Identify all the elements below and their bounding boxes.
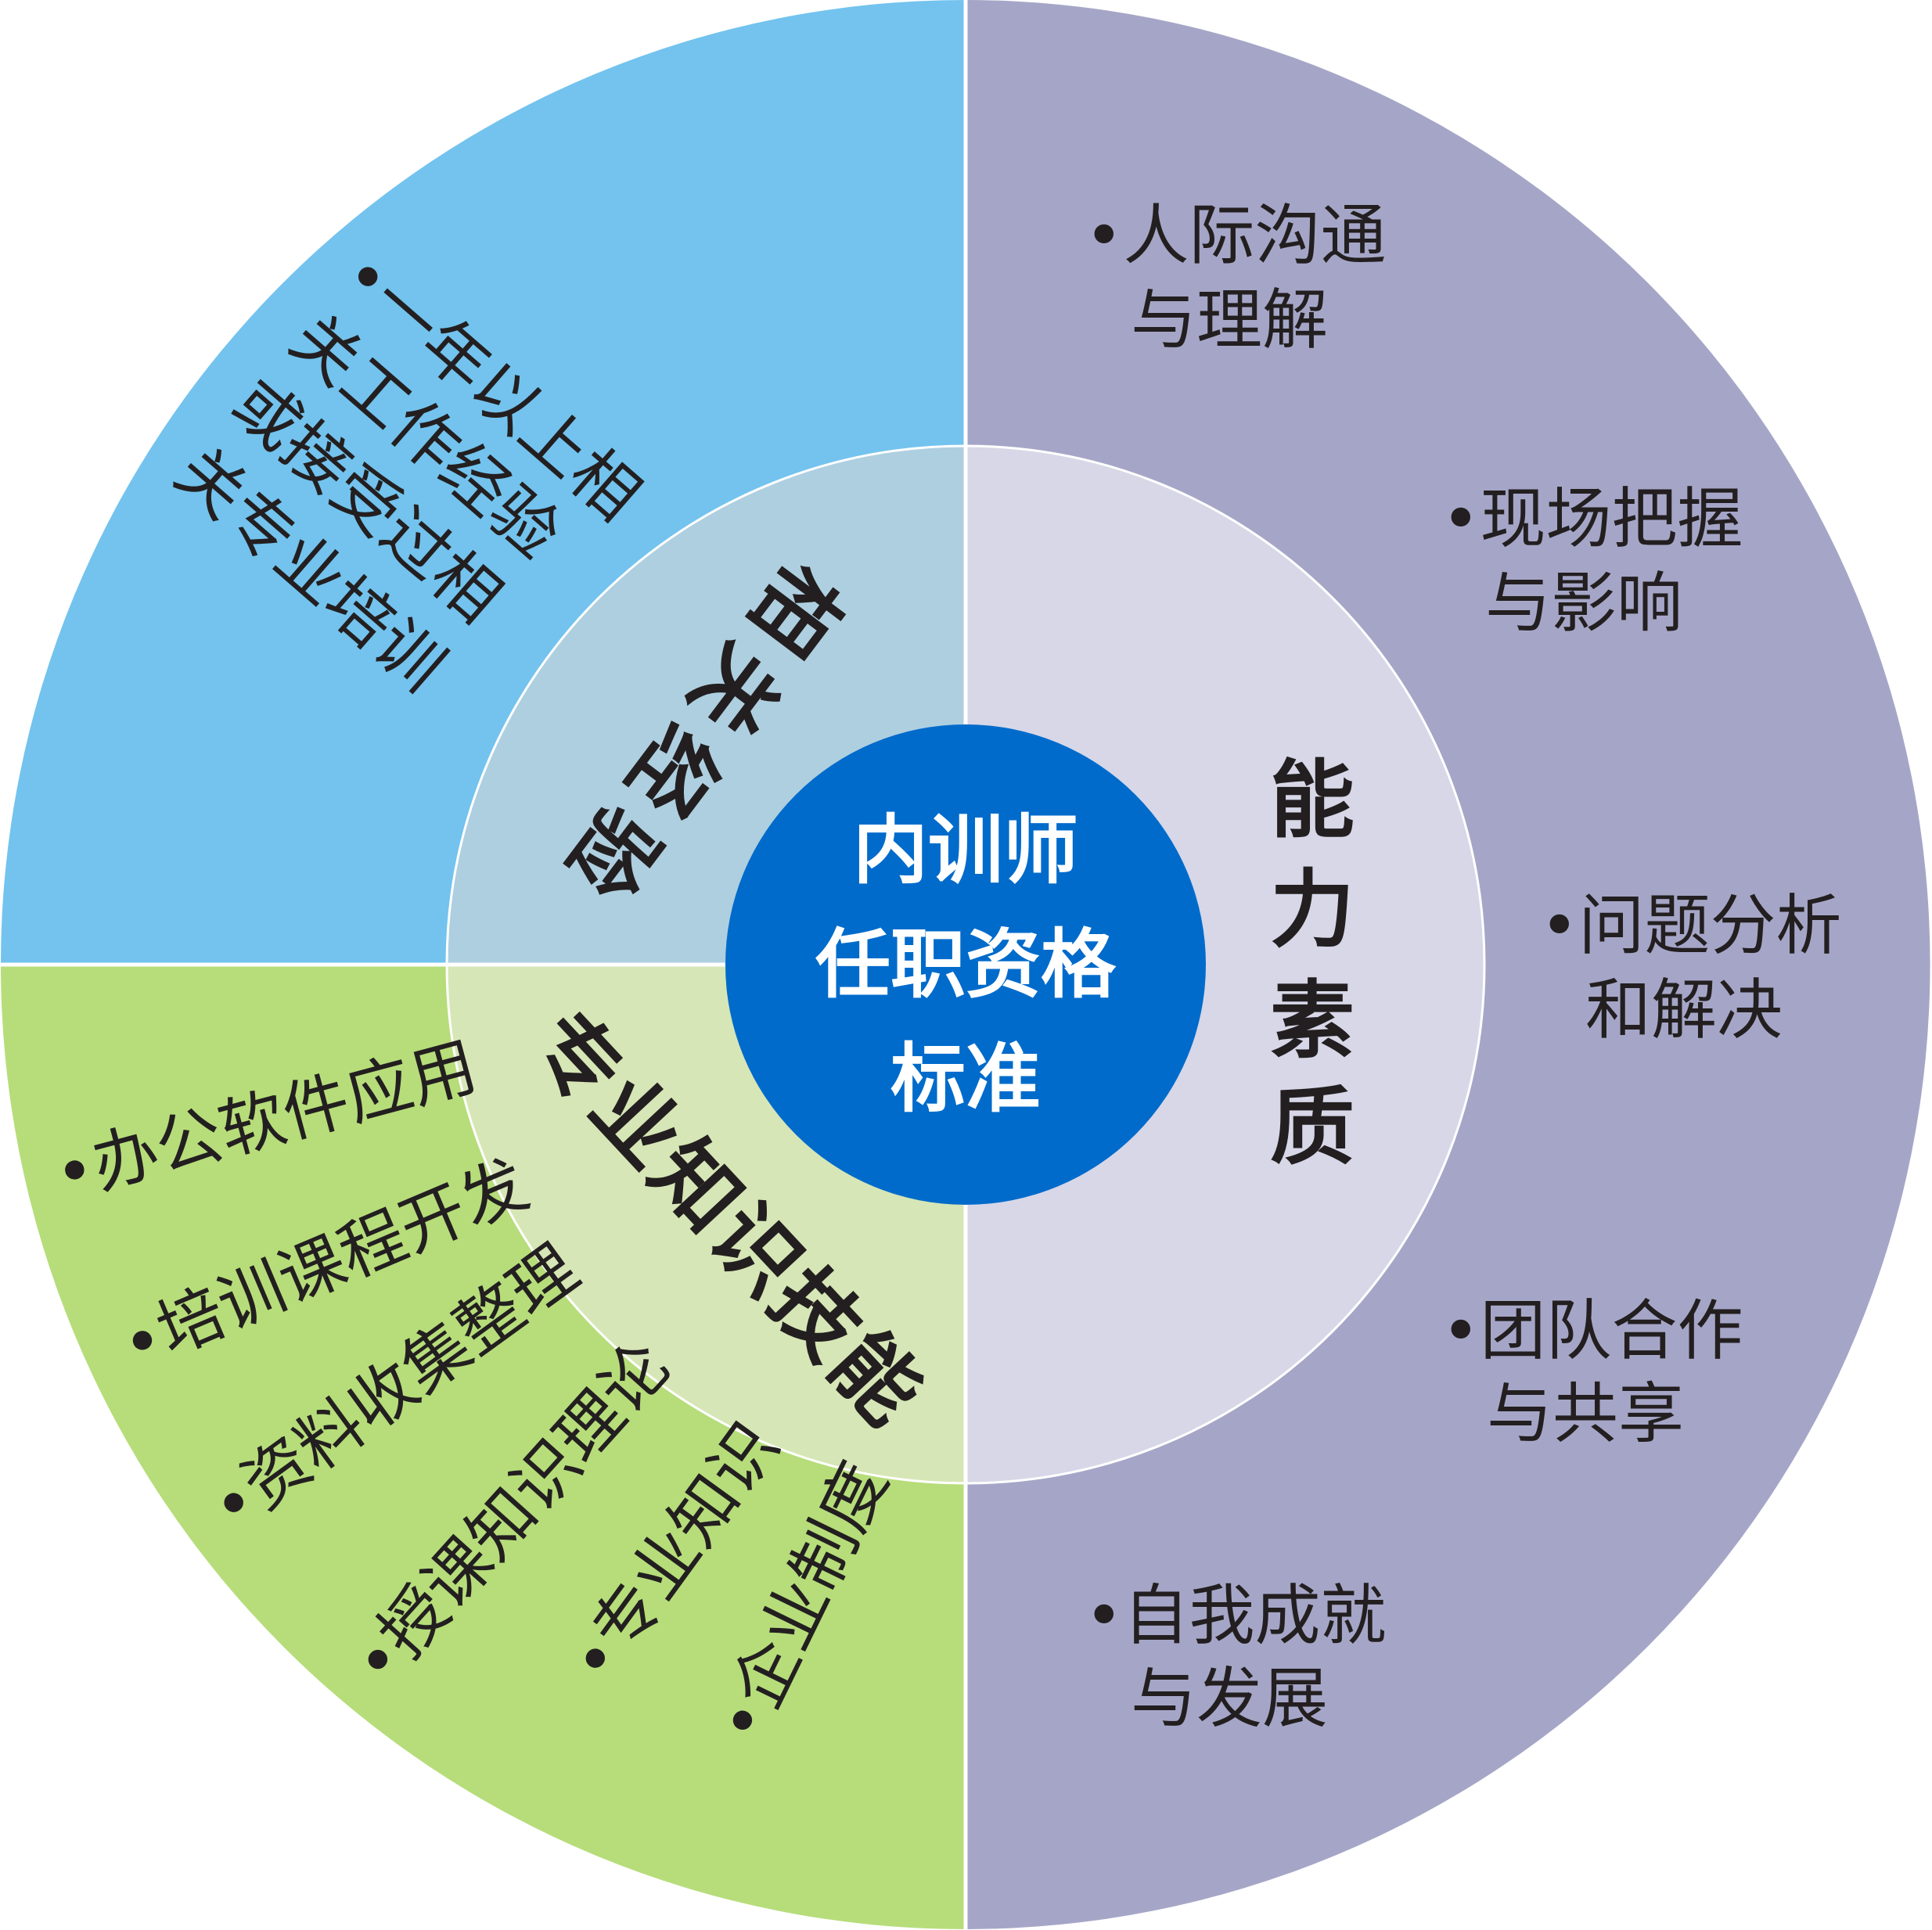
ability-item-line-1: •团队合作	[1441, 1292, 1743, 1369]
ability-item-line-1: •人际沟通	[1085, 197, 1387, 274]
ability-item-line-1: •自我成就	[1085, 1577, 1387, 1654]
ability-item: •自我成就 与发展	[1085, 1577, 1387, 1737]
ability-item-line-2: 和解决	[1585, 972, 1783, 1048]
ability-item-line-2: 与理解	[1131, 282, 1328, 358]
center-title-line-3: 标准	[890, 1035, 1041, 1123]
ability-item-line-2: 与共享	[1487, 1375, 1684, 1452]
ability-item: •人际沟通 与理解	[1085, 197, 1387, 358]
center-title-line-1: 内训师	[853, 807, 1078, 894]
ability-title-char-4: 质	[1270, 1079, 1355, 1177]
center-circle	[725, 724, 1206, 1205]
ability-title-char-2: 力	[1270, 861, 1355, 959]
center-title-line-2: 任职资格	[815, 921, 1117, 1008]
ability-item: •现场把握 与影响	[1441, 480, 1743, 642]
ability-item-line-2: 与发展	[1131, 1660, 1328, 1737]
ability-item: •问题分析 和解决	[1540, 887, 1842, 1048]
ability-title-char-3: 素	[1270, 972, 1355, 1070]
ability-inner-segment	[964, 444, 1486, 1485]
ability-item-line-1: •问题分析	[1540, 887, 1842, 964]
ability-item-line-2: 与影响	[1485, 565, 1682, 642]
ability-item: •团队合作 与共享	[1441, 1292, 1743, 1452]
ability-item-line-1: •现场把握	[1441, 480, 1743, 557]
experience-description: •一年以上相 关工作经验 或接受过相 关专业培训	[161, 236, 655, 706]
ability-title-char-1: 能	[1270, 752, 1355, 850]
